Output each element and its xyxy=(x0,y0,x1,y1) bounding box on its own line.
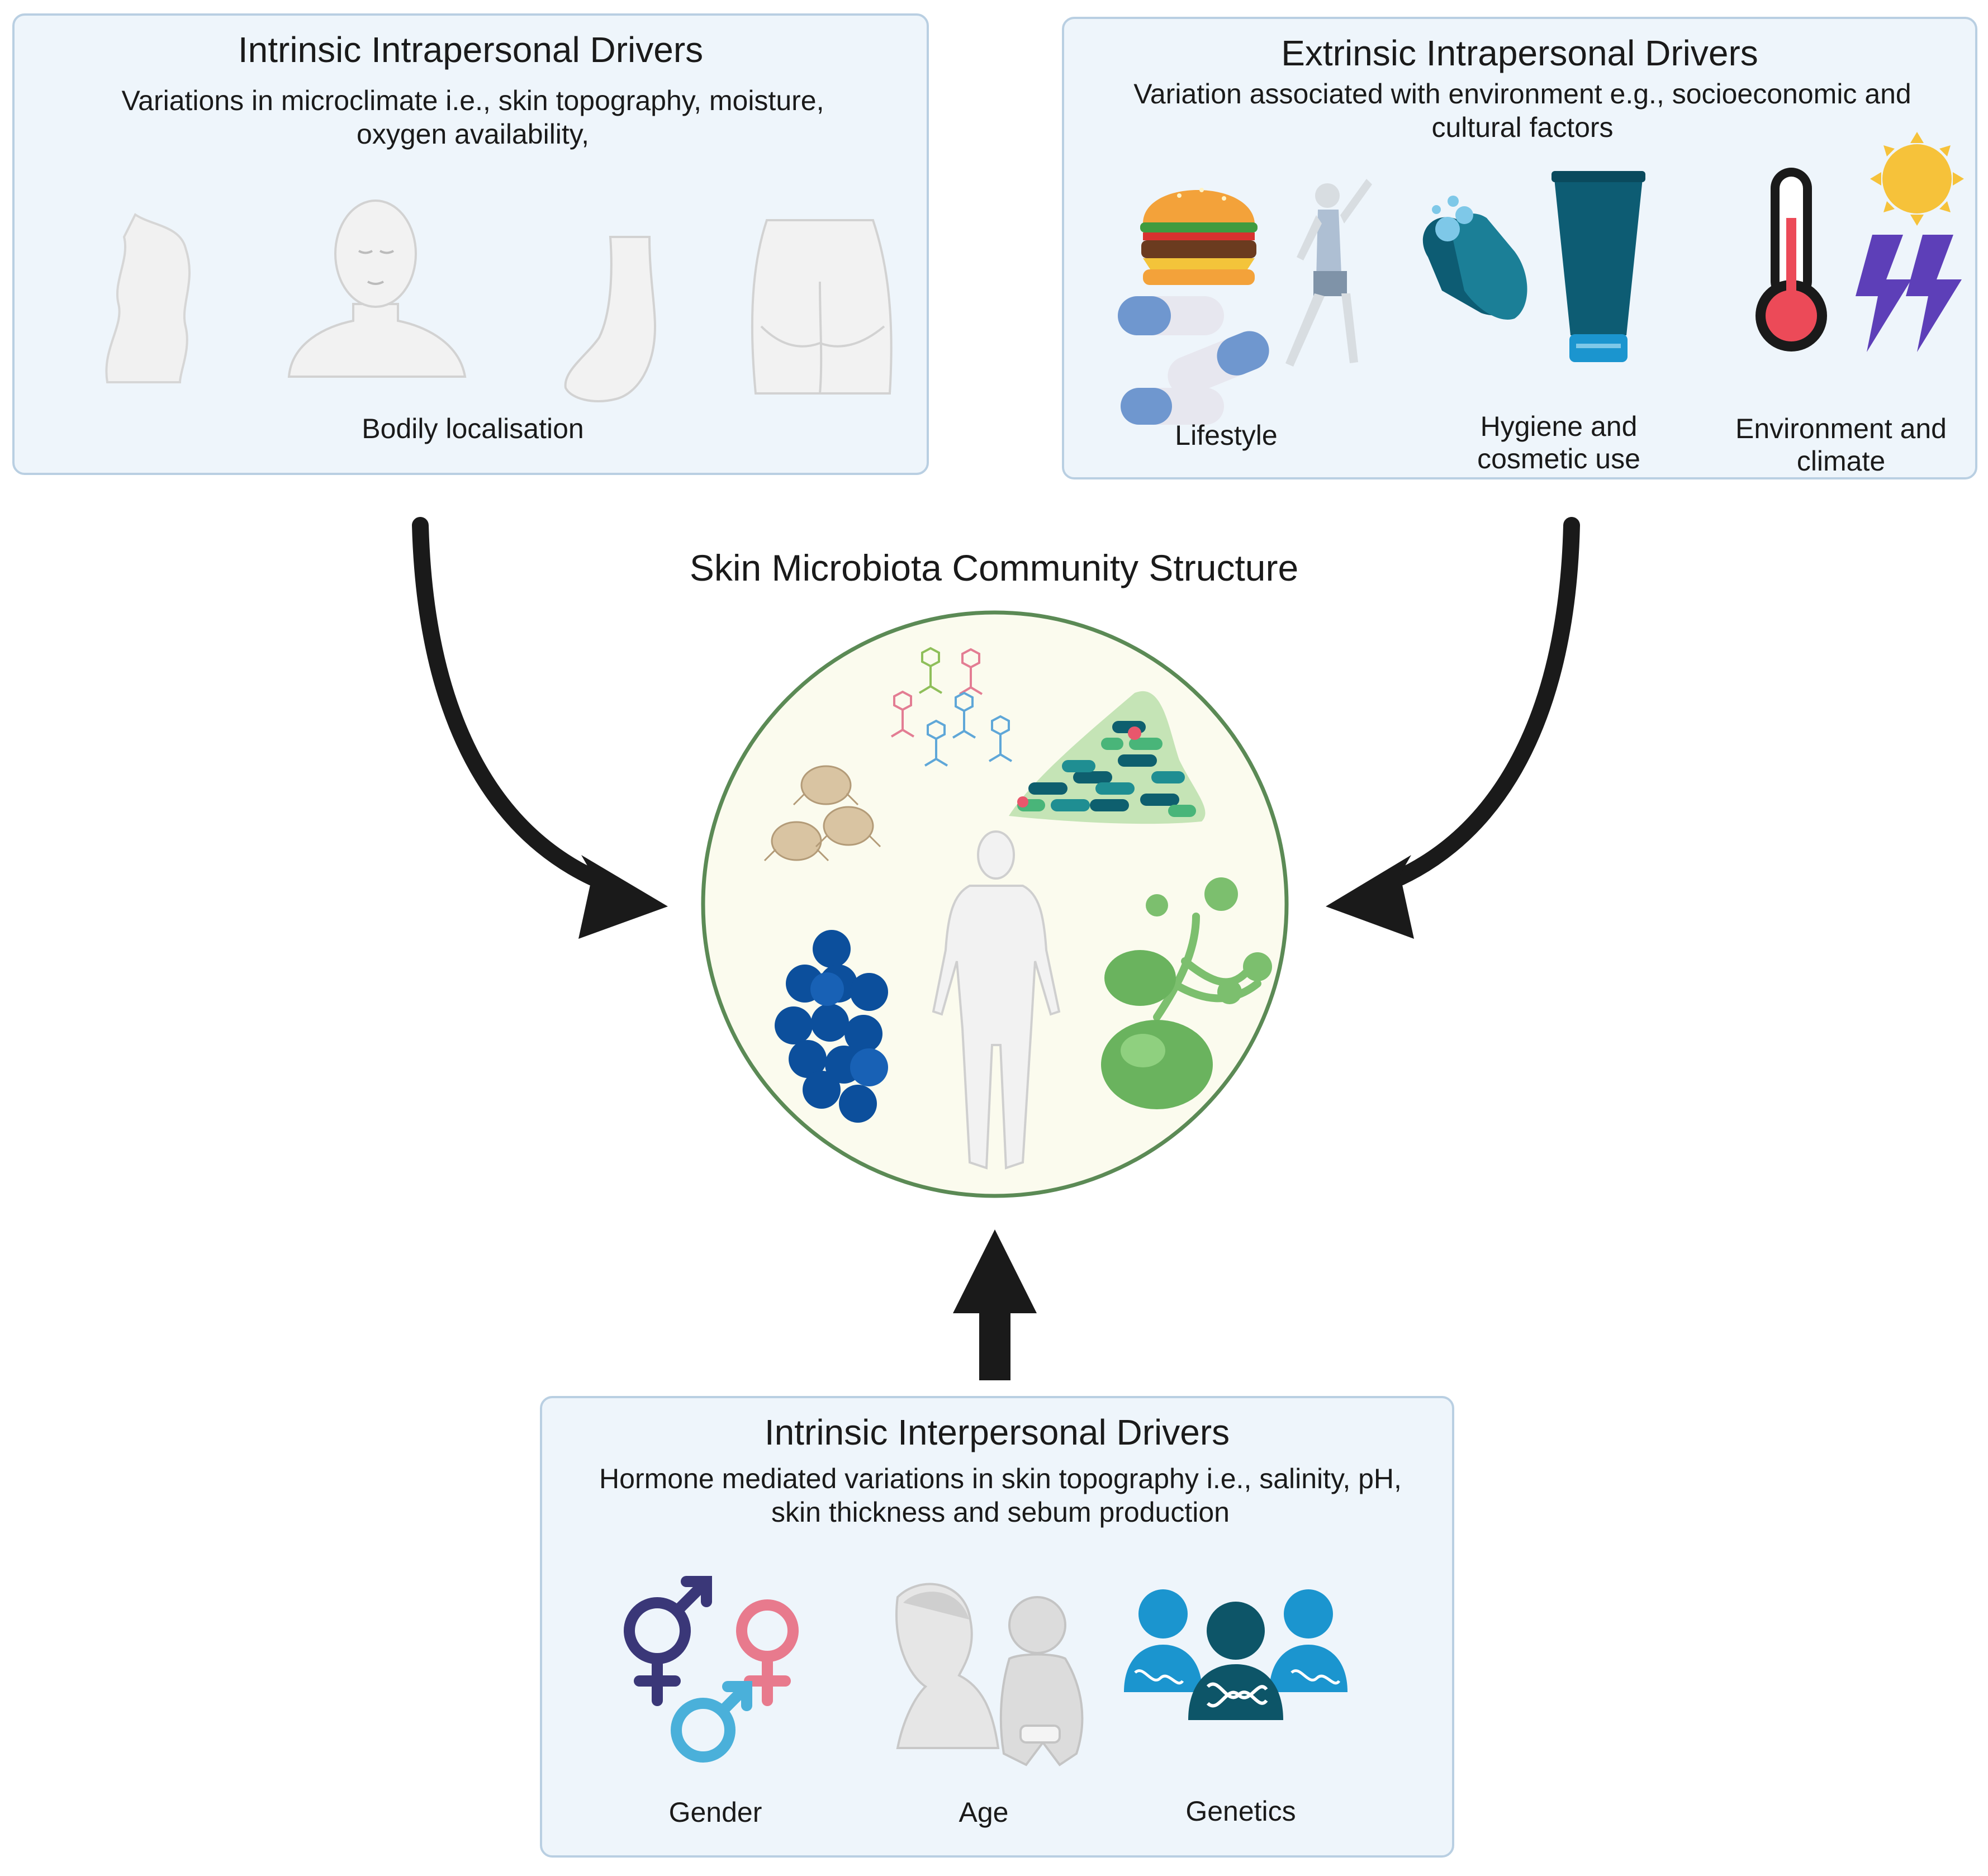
extrinsic-intrapersonal-description: Variation associated with environment e.… xyxy=(1133,78,1911,143)
intrinsic-interpersonal-description: Hormone mediated variations in skin topo… xyxy=(599,1463,1402,1528)
male-symbol-blue-icon xyxy=(671,1681,752,1763)
interpersonal-icons xyxy=(624,1576,1348,1766)
foot-icon xyxy=(564,236,657,402)
head-icon xyxy=(287,200,467,378)
intrinsic-interpersonal-title: Intrinsic Interpersonal Drivers xyxy=(764,1412,1230,1452)
age-label: Age xyxy=(959,1797,1009,1828)
extrinsic-intrapersonal-panel: Extrinsic Intrapersonal Drivers Variatio… xyxy=(1062,17,1977,479)
left-arrow xyxy=(412,517,668,939)
genetics-label: Genetics xyxy=(1185,1796,1296,1827)
fungi-icon xyxy=(1101,877,1272,1109)
cosmetic-tube-icon xyxy=(1552,171,1645,362)
gender-label: Gender xyxy=(668,1797,762,1828)
male-symbol-icon xyxy=(624,1576,712,1706)
intrinsic-interpersonal-panel: Intrinsic Interpersonal Drivers Hormone … xyxy=(540,1396,1454,1858)
intrinsic-intrapersonal-description: Variations in microclimate i.e., skin to… xyxy=(121,85,824,150)
extrinsic-intrapersonal-title: Extrinsic Intrapersonal Drivers xyxy=(1281,33,1758,73)
human-body-icon xyxy=(932,830,1061,1170)
pill-icon xyxy=(1118,296,1269,425)
thermometer-icon xyxy=(1755,168,1827,352)
buttocks-icon xyxy=(751,219,893,395)
lifestyle-label: Lifestyle xyxy=(1175,420,1278,451)
body-parts-illustration xyxy=(105,200,893,402)
lightning-icon xyxy=(1856,235,1962,352)
intrinsic-intrapersonal-title: Intrinsic Intrapersonal Drivers xyxy=(238,30,704,70)
cocci-cluster-icon xyxy=(775,930,888,1123)
bodily-localisation-label: Bodily localisation xyxy=(362,413,584,444)
hand-washing-icon xyxy=(1422,196,1527,320)
burger-icon xyxy=(1140,188,1258,285)
bacteriophage-icons xyxy=(890,647,1013,767)
torso-side-icon xyxy=(105,213,191,383)
bacteria-biofilm-icon xyxy=(1009,691,1206,824)
female-symbol-icon xyxy=(736,1599,799,1706)
mite-icons xyxy=(763,765,881,862)
extrinsic-icons xyxy=(1118,132,1964,425)
up-arrow xyxy=(953,1229,1037,1380)
intrinsic-intrapersonal-panel: Intrinsic Intrapersonal Drivers Variatio… xyxy=(12,13,929,475)
hygiene-label: Hygiene and cosmetic use xyxy=(1477,411,1640,474)
stretching-person-icon xyxy=(1285,179,1372,367)
environment-label: Environment and climate xyxy=(1735,413,1947,477)
central-title: Skin Microbiota Community Structure xyxy=(689,547,1299,588)
baby-icon xyxy=(999,1596,1084,1766)
people-dna-icon xyxy=(1124,1589,1348,1720)
sun-icon xyxy=(1870,132,1964,226)
elderly-person-icon xyxy=(895,1583,1000,1749)
right-arrow xyxy=(1326,517,1580,939)
